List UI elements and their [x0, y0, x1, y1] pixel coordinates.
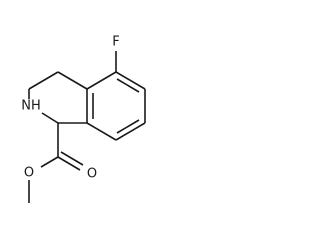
carbonyl-oxygen-label: O — [87, 167, 97, 182]
ring-bond-c6-c5 — [115, 71, 146, 90]
piperidine-ring — [28, 71, 88, 124]
ring-bond-c4-c3 — [28, 71, 59, 90]
ring-bond-c8a-c8 — [86, 122, 117, 141]
ring-double-bond-c8-c7 — [116, 119, 140, 134]
methyl-ester-group — [28, 123, 84, 203]
ring-bond-c4a-c4 — [57, 71, 88, 90]
ester-oxygen-label: O — [24, 166, 34, 181]
carbonyl-double-bond-inner — [60, 151, 84, 166]
ring-bond-c5-c4a — [86, 71, 117, 90]
ring-bond-n2-c1 — [41, 112, 59, 124]
carbonyl-double-bond-outer — [57, 156, 81, 171]
amine-atom-label: NH — [21, 99, 41, 114]
bond-carbonyl-ester-oxygen — [40, 156, 59, 168]
benzene-ring — [86, 71, 146, 141]
fluorine-atom-label: F — [112, 35, 119, 50]
ring-double-bond-c6-c5 — [116, 78, 140, 93]
ring-bond-c8-c7 — [115, 122, 146, 141]
molecule-structure: F NH O O — [21, 35, 146, 203]
